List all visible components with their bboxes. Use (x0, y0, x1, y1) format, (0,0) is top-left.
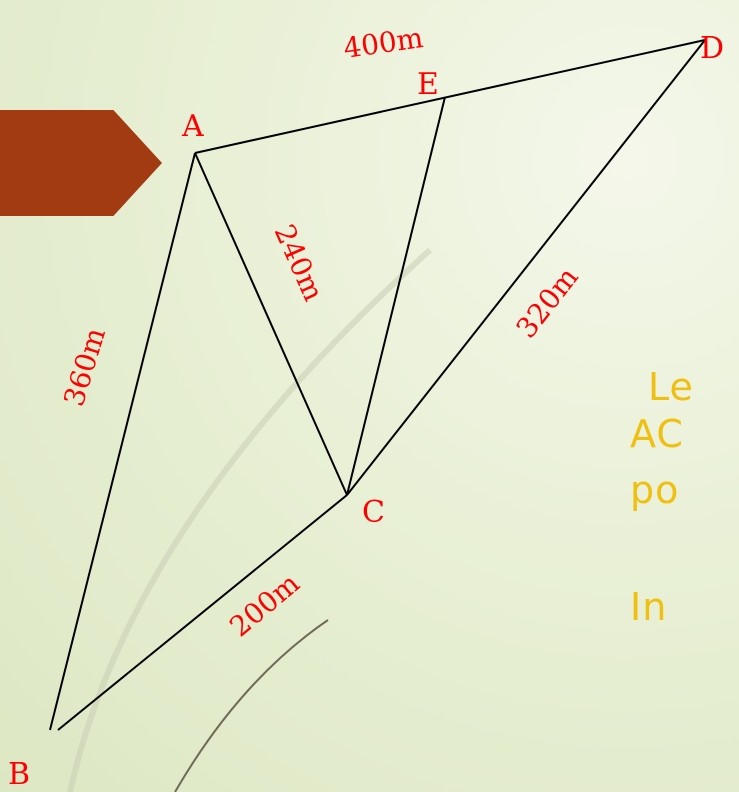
segment-cd (346, 39, 706, 496)
point-label-c: C (362, 495, 385, 530)
length-label-ad: 400m (341, 21, 425, 65)
segment-ec (346, 96, 446, 496)
segment-ab (49, 152, 196, 731)
length-label-bc: 200m (223, 567, 305, 644)
segment-ad (194, 39, 706, 154)
length-label-ac: 240m (268, 219, 331, 306)
point-label-d: D (700, 31, 724, 66)
decorative-swoosh (174, 619, 329, 792)
side-text-line-3: po (630, 468, 680, 512)
point-label-b: B (8, 757, 30, 792)
segment-bc (57, 494, 348, 731)
side-text-line-4: In (630, 585, 668, 629)
decorative-swoosh (67, 247, 433, 792)
segment-ac (194, 152, 348, 496)
point-label-a: A (181, 109, 204, 144)
side-text-line-1: Le (648, 365, 694, 409)
side-text-line-2: AC (630, 412, 684, 456)
point-label-e: E (417, 67, 439, 102)
length-label-ab: 360m (57, 324, 112, 410)
